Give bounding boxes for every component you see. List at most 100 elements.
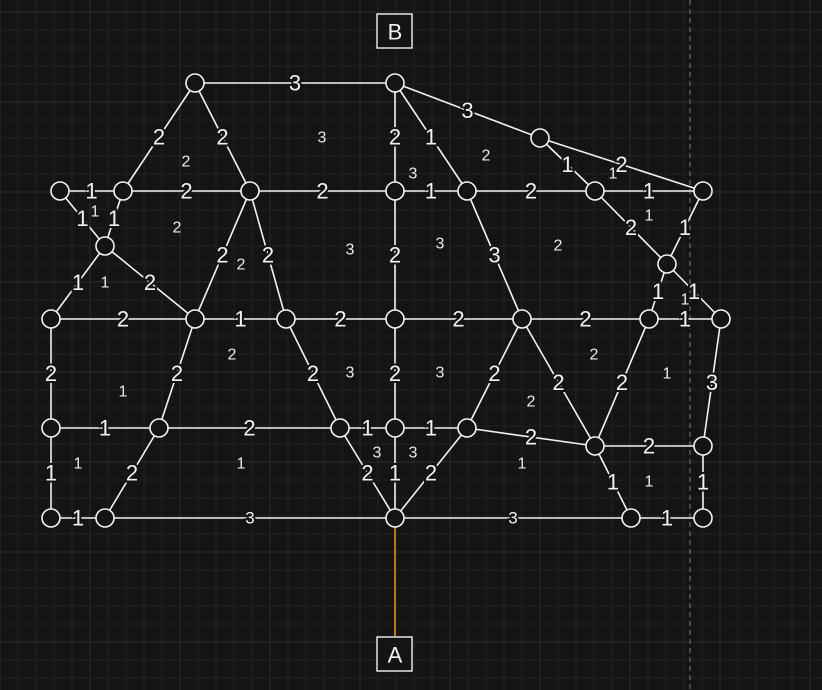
- graph-node[interactable]: [385, 418, 405, 438]
- edge[interactable]: [339, 427, 396, 519]
- graph-node[interactable]: [41, 418, 61, 438]
- edge-weight-label: 1: [72, 270, 84, 295]
- edge[interactable]: [194, 82, 251, 192]
- face-value-label: 1: [663, 366, 672, 383]
- edge[interactable]: [521, 318, 596, 447]
- face-value-label: 2: [182, 154, 191, 171]
- graph-node[interactable]: [585, 436, 605, 456]
- graph-node[interactable]: [639, 309, 659, 329]
- edge-weight-label: 2: [316, 179, 328, 204]
- edge-weight-label: 1: [425, 416, 437, 441]
- edge[interactable]: [59, 190, 106, 247]
- edge[interactable]: [594, 318, 650, 447]
- edge-weight-label: 1: [85, 179, 97, 204]
- face-value-label: 1: [237, 456, 246, 473]
- graph-node[interactable]: [185, 73, 205, 93]
- edge-weight-label: 1: [425, 179, 437, 204]
- edge[interactable]: [666, 263, 722, 320]
- graph-node[interactable]: [185, 309, 205, 329]
- edge-weight-label: 1: [45, 461, 57, 486]
- graph-node[interactable]: [621, 508, 641, 528]
- edge[interactable]: [122, 82, 196, 192]
- edge[interactable]: [466, 427, 596, 447]
- edge-weight-label: 1: [607, 470, 619, 495]
- graph-node[interactable]: [585, 181, 605, 201]
- endpoint-a-label: A: [388, 643, 403, 668]
- edge-weight-label: 1: [99, 416, 111, 441]
- edge[interactable]: [194, 190, 251, 320]
- edge-weight-label: 1: [661, 506, 673, 531]
- endpoint-a-box: [376, 636, 413, 672]
- graph-node[interactable]: [330, 418, 350, 438]
- face-value-label: 2: [554, 238, 563, 255]
- edge-weight-label: 2: [45, 361, 57, 386]
- graph-node[interactable]: [41, 309, 61, 329]
- endpoint-b[interactable]: B: [376, 13, 413, 49]
- edge[interactable]: [594, 190, 668, 265]
- graph-node[interactable]: [113, 181, 133, 201]
- face-value-label: 3: [346, 242, 355, 259]
- graph-node[interactable]: [385, 73, 405, 93]
- edge[interactable]: [666, 190, 704, 265]
- face-value-label: 1: [645, 208, 654, 225]
- edge[interactable]: [158, 318, 196, 429]
- graph-node[interactable]: [385, 309, 405, 329]
- edge[interactable]: [285, 318, 341, 429]
- graph-node[interactable]: [276, 309, 296, 329]
- edge-weight-label: 2: [643, 434, 655, 459]
- edge-weight-label: 1: [679, 215, 691, 240]
- edge[interactable]: [394, 427, 468, 519]
- edge-weight-label: 2: [361, 461, 373, 486]
- edge[interactable]: [466, 190, 523, 320]
- edge-weight-label: 3: [706, 370, 718, 395]
- graph-node[interactable]: [693, 181, 713, 201]
- graph-node[interactable]: [50, 181, 70, 201]
- edge[interactable]: [394, 82, 541, 139]
- edge-weight-label: 1: [697, 470, 709, 495]
- endpoint-a[interactable]: A: [376, 636, 413, 672]
- graph-node[interactable]: [711, 309, 731, 329]
- edge-weight-label: 2: [216, 243, 228, 268]
- edge[interactable]: [249, 190, 287, 320]
- edge[interactable]: [50, 245, 106, 320]
- graph-node[interactable]: [457, 418, 477, 438]
- graph-node[interactable]: [149, 418, 169, 438]
- edge[interactable]: [394, 82, 468, 192]
- graph-node[interactable]: [530, 128, 550, 148]
- graph-node[interactable]: [41, 508, 61, 528]
- face-value-label: 3: [409, 166, 418, 183]
- graph-node[interactable]: [693, 436, 713, 456]
- edge[interactable]: [539, 137, 596, 192]
- edge-weight-label: 1: [561, 152, 573, 177]
- graph-node[interactable]: [512, 309, 532, 329]
- edge-weight-label: 2: [389, 125, 401, 150]
- edge[interactable]: [104, 245, 196, 320]
- graph-node[interactable]: [385, 181, 405, 201]
- edge-weight-label: 1: [425, 125, 437, 150]
- graph-node[interactable]: [457, 181, 477, 201]
- graph-node[interactable]: [657, 254, 677, 274]
- edge-weight-label: 2: [171, 361, 183, 386]
- edge[interactable]: [702, 318, 722, 447]
- face-value-label: 1: [101, 275, 110, 292]
- edge-weight-label: 2: [307, 361, 319, 386]
- endpoint-b-box: [376, 13, 413, 49]
- edge-weight-label: 1: [361, 416, 373, 441]
- graph-node[interactable]: [95, 236, 115, 256]
- edge[interactable]: [466, 318, 523, 429]
- graph-node[interactable]: [95, 508, 115, 528]
- face-value-label: 1: [609, 166, 618, 183]
- edge-weight-label: 2: [579, 307, 591, 332]
- edge[interactable]: [539, 137, 704, 192]
- edge-weight-label: 2: [180, 179, 192, 204]
- edge[interactable]: [594, 445, 632, 519]
- graph-node[interactable]: [240, 181, 260, 201]
- edge[interactable]: [104, 427, 160, 519]
- graph-node[interactable]: [385, 508, 405, 528]
- edge-weight-label: 2: [262, 243, 274, 268]
- edge-weight-label: 1: [389, 461, 401, 486]
- graph-node[interactable]: [693, 508, 713, 528]
- edge-weight-label: 3: [488, 243, 500, 268]
